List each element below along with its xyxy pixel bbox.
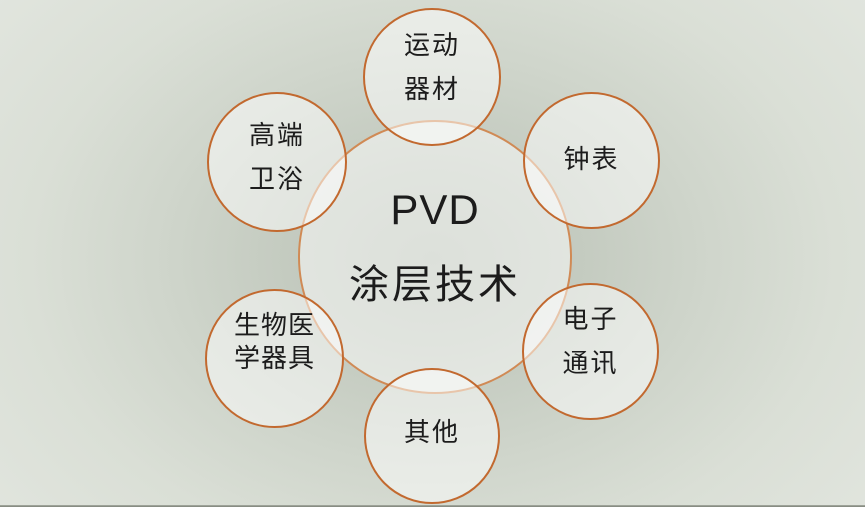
node-label-line: 生物医 bbox=[233, 309, 315, 340]
center-node-label: PVD 涂层技术 bbox=[349, 186, 521, 307]
node-electronics-communication: 电子 通讯 bbox=[522, 283, 659, 420]
node-label: 其他 bbox=[404, 410, 460, 454]
node-label-line: 其他 bbox=[403, 417, 460, 447]
node-premium-sanitary-ware: 高端 卫浴 bbox=[207, 92, 347, 232]
node-sports-equipment: 运动 器材 bbox=[363, 8, 501, 146]
node-label-line: 学器具 bbox=[233, 342, 315, 373]
node-watches: 钟表 bbox=[523, 92, 660, 229]
node-biomedical-devices: 生物医 学器具 bbox=[205, 289, 344, 428]
node-label: 运动 器材 bbox=[404, 23, 460, 111]
node-label: 生物医 学器具 bbox=[234, 309, 315, 375]
node-label: 钟表 bbox=[563, 137, 619, 181]
node-label-line: 运动 bbox=[403, 30, 460, 60]
node-label-line: 钟表 bbox=[563, 143, 620, 174]
center-title: PVD bbox=[390, 186, 480, 233]
node-label-line: 通讯 bbox=[562, 347, 619, 378]
node-label-line: 卫浴 bbox=[248, 164, 305, 194]
node-label: 高端 卫浴 bbox=[249, 113, 305, 201]
node-others: 其他 bbox=[364, 368, 500, 504]
node-label-line: 器材 bbox=[403, 74, 460, 104]
node-label-line: 高端 bbox=[248, 120, 305, 150]
node-label: 电子 通讯 bbox=[562, 297, 618, 385]
node-label-line: 电子 bbox=[562, 303, 619, 334]
center-subtitle: 涂层技术 bbox=[349, 263, 521, 307]
slide-bottom-edge-line bbox=[0, 505, 865, 507]
